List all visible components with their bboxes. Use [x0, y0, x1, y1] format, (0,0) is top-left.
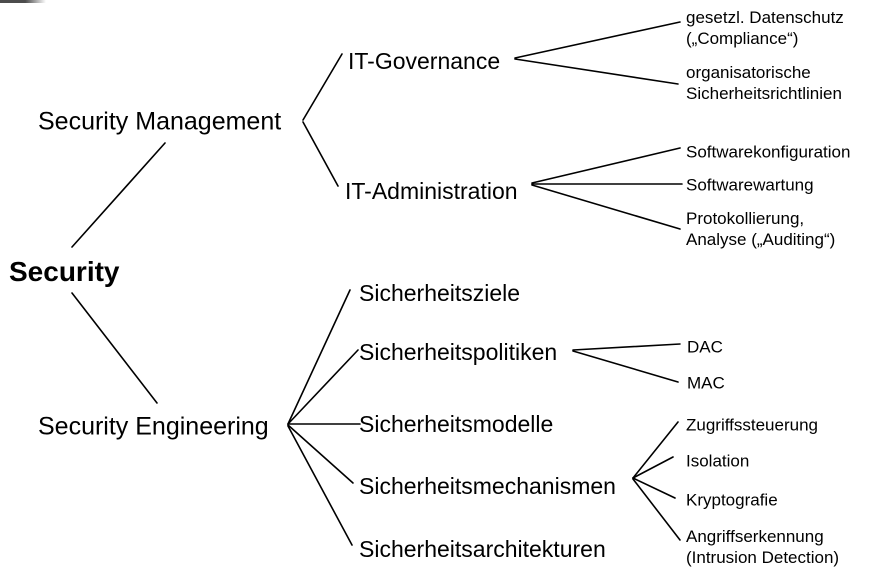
- edge-mechanismen-to-kryptografie: [632, 477, 676, 499]
- node-dac: DAC: [687, 337, 723, 357]
- edge-itgovernance-to-datenschutz: [514, 21, 681, 59]
- node-organisatorische-richtlinien: organisatorische Sicherheitsrichtlinien: [686, 62, 842, 104]
- node-security-engineering: Security Engineering: [38, 412, 269, 441]
- node-gesetzl-datenschutz: gesetzl. Datenschutz („Compliance“): [686, 7, 844, 49]
- node-mac: MAC: [687, 373, 725, 393]
- edge-security-to-engineering: [71, 292, 158, 404]
- node-angriffserkennung-line1: Angriffserkennung: [686, 527, 824, 546]
- node-protokollierung-line1: Protokollierung,: [686, 209, 805, 228]
- node-protokollierung-auditing: Protokollierung, Analyse („Auditing“): [686, 208, 835, 250]
- node-security-root: Security: [9, 255, 120, 287]
- edge-management-to-itgovernance: [302, 53, 343, 121]
- edge-mechanismen-to-isolation: [632, 456, 674, 479]
- node-angriffserkennung-line2: (Intrusion Detection): [686, 548, 840, 567]
- edge-engineering-to-mechanismen: [287, 424, 354, 484]
- edge-engineering-to-ziele: [287, 289, 351, 425]
- node-it-administration: IT-Administration: [345, 177, 518, 204]
- edge-management-to-itadministration: [302, 121, 339, 187]
- node-isolation: Isolation: [686, 451, 750, 471]
- node-organisatorische-richtlinien-line2: Sicherheitsrichtlinien: [686, 84, 842, 103]
- node-sicherheitsmodelle: Sicherheitsmodelle: [359, 410, 554, 437]
- node-sicherheitspolitiken: Sicherheitspolitiken: [359, 338, 558, 365]
- node-it-governance: IT-Governance: [348, 47, 501, 74]
- top-left-artifact: [0, 0, 46, 3]
- edge-engineering-to-architekturen: [287, 425, 353, 546]
- node-gesetzl-datenschutz-line1: gesetzl. Datenschutz: [686, 8, 844, 27]
- node-sicherheitsarchitekturen: Sicherheitsarchitekturen: [359, 535, 606, 562]
- node-kryptografie: Kryptografie: [686, 490, 778, 510]
- node-protokollierung-line2: Analyse („Auditing“): [686, 230, 836, 249]
- edge-mechanismen-to-angriffserkennung: [632, 478, 681, 541]
- edge-politiken-to-mac: [572, 350, 679, 383]
- edge-engineering-to-politiken: [287, 349, 359, 425]
- node-zugriffssteuerung: Zugriffssteuerung: [686, 415, 818, 435]
- node-softwarekonfiguration: Softwarekonfiguration: [686, 142, 851, 162]
- edge-security-to-management: [71, 142, 166, 248]
- node-angriffserkennung: Angriffserkennung (Intrusion Detection): [686, 526, 839, 568]
- node-sicherheitsmechanismen: Sicherheitsmechanismen: [359, 472, 616, 499]
- node-gesetzl-datenschutz-line2: („Compliance“): [686, 29, 799, 48]
- node-security-management: Security Management: [38, 107, 282, 136]
- node-sicherheitsziele: Sicherheitsziele: [359, 279, 521, 306]
- node-softwarewartung: Softwarewartung: [686, 175, 814, 195]
- edge-mechanismen-to-zugriff: [632, 421, 679, 479]
- edge-itadmin-to-protokollierung: [531, 184, 681, 230]
- node-organisatorische-richtlinien-line1: organisatorische: [686, 63, 811, 82]
- edge-itgovernance-to-richtlinien: [514, 58, 679, 85]
- edge-itadmin-to-softwarekonfiguration: [531, 147, 681, 184]
- edge-politiken-to-dac: [572, 343, 681, 351]
